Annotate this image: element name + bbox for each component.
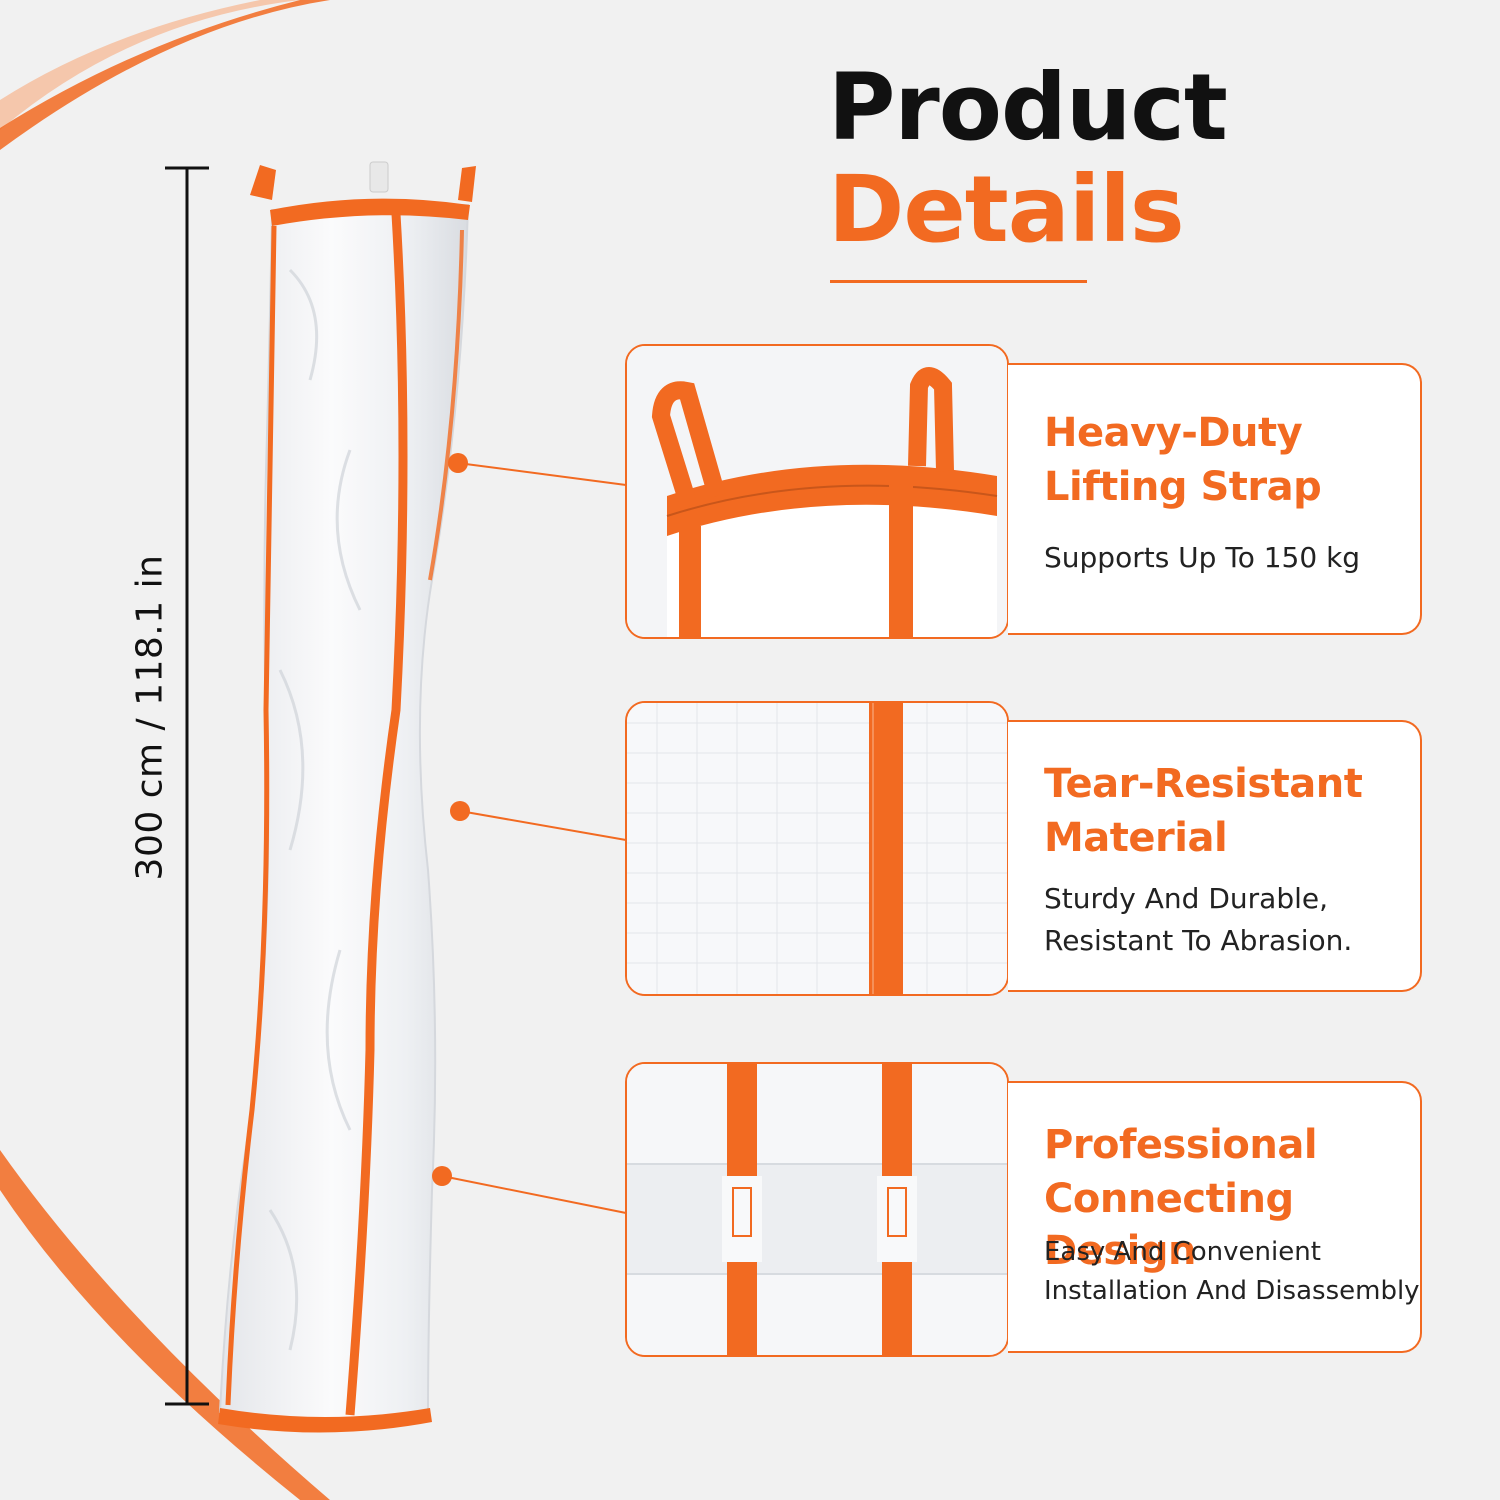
height-dimension-line [165,166,209,1406]
feature-3-title-line-2: Connecting Design [1044,1176,1294,1274]
feature-3-title-line-1: Professional [1044,1122,1318,1168]
feature-card-lifting-strap: Heavy-Duty Lifting Strap Supports Up To … [1008,363,1422,635]
feature-2-description-line-2: Resistant To Abrasion. [1044,924,1353,957]
debris-chute-bag-image [218,161,476,1433]
feature-2-description-line-1: Sturdy And Durable, [1044,882,1328,915]
feature-3-description-line-2: Installation And Disassembly [1044,1276,1420,1306]
feature-photo-lifting-strap [625,344,1009,639]
feature-2-title-line-1: Tear-Resistant [1044,761,1363,807]
feature-1-description: Supports Up To 150 kg [1044,541,1361,574]
feature-photo-connecting-design [625,1062,1009,1357]
callout-dot-3 [432,1166,452,1186]
page-title-line-2: Details [828,156,1185,263]
feature-card-connecting-design: Professional Connecting Design Easy And … [1008,1081,1422,1353]
feature-2-title-line-2: Material [1044,815,1228,861]
callout-connectors [432,453,627,1214]
title-underline [830,280,1087,283]
feature-card-material: Tear-Resistant Material Sturdy And Durab… [1008,720,1422,992]
feature-1-title-line-1: Heavy-Duty [1044,410,1303,456]
callout-dot-2 [450,801,470,821]
page-title-line-1: Product [828,54,1228,161]
feature-3-description-line-1: Easy And Convenient [1044,1237,1321,1267]
callout-dot-1 [448,453,468,473]
feature-1-title-line-2: Lifting Strap [1044,464,1322,510]
feature-photo-material [625,701,1009,996]
height-dimension-label: 300 cm / 118.1 in [129,554,171,881]
